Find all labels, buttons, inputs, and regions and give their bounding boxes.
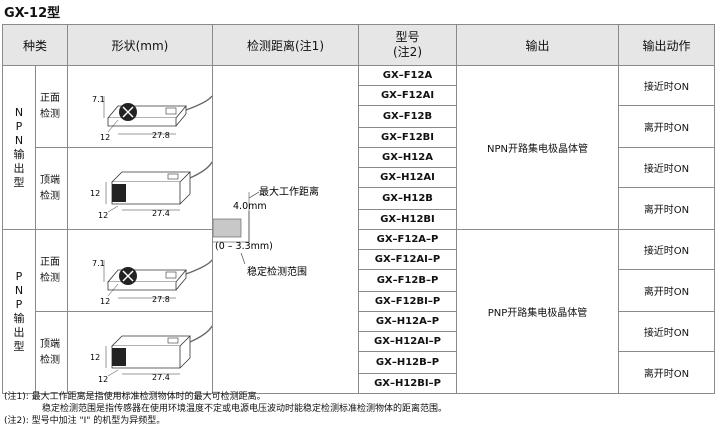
model-cell: GX–H12A — [358, 147, 457, 168]
model-cell: GX–H12BI–P — [358, 373, 457, 394]
model-cell: GX–H12AI–P — [358, 331, 457, 352]
distance-cell: 最大工作距离 4.0mm (0 – 3.3mm) 稳定检测范围 — [212, 65, 359, 394]
model-cell: GX–H12AI — [358, 167, 457, 188]
target-bar — [212, 218, 242, 238]
model-cell: GX–H12B — [358, 187, 457, 210]
model-cell: GX–H12A–P — [358, 311, 457, 332]
svg-text:12: 12 — [100, 133, 110, 142]
sub-front-pnp: 正面检测 — [35, 229, 68, 312]
model-cell: GX–F12A — [358, 65, 457, 86]
svg-text:12: 12 — [90, 189, 100, 198]
svg-text:12: 12 — [100, 297, 110, 306]
action-cell: 离开时ON — [618, 351, 715, 394]
sensor-top-diagram: 12 12 27.4 — [90, 325, 213, 384]
model-cell: GX–F12AI–P — [358, 249, 457, 270]
header-type: 种类 — [2, 24, 68, 66]
model-cell: GX–F12B — [358, 105, 457, 128]
sensor-front-diagram: 7.1 12 27.8 — [92, 95, 213, 142]
sub-top-pnp: 顶端检测 — [35, 311, 68, 394]
distance-diagram: 最大工作距离 4.0mm (0 – 3.3mm) 稳定检测范围 — [212, 185, 319, 278]
model-cell: GX–H12BI — [358, 209, 457, 230]
svg-text:27.8: 27.8 — [152, 131, 170, 140]
note-2: (注2): 型号中加注 "I" 的机型为异频型。 — [4, 416, 166, 426]
shape-front-pnp: 7.1 12 27.8 — [67, 229, 213, 312]
action-cell: 接近时ON — [618, 229, 715, 270]
max-distance-label: 最大工作距离 — [259, 185, 319, 198]
svg-text:27.4: 27.4 — [152, 373, 170, 382]
header-output: 输出 — [456, 24, 619, 66]
model-cell: GX–F12BI — [358, 127, 457, 148]
model-cell: GX–F12B–P — [358, 269, 457, 292]
shape-front-npn: 7.1 12 27.8 — [67, 65, 213, 148]
output-npn: NPN开路集电极晶体管 — [456, 65, 619, 230]
model-cell: GX–F12BI–P — [358, 291, 457, 312]
header-model: 型号 (注2) — [358, 24, 457, 66]
header-row: 种类 形状(mm) 检测距离(注1) 型号 (注2) 输出 输出动作 — [2, 24, 715, 66]
svg-text:7.1: 7.1 — [92, 95, 105, 104]
svg-text:12: 12 — [98, 375, 108, 384]
sub-top-npn: 顶端检测 — [35, 147, 68, 230]
action-cell: 离开时ON — [618, 187, 715, 230]
shape-top-pnp: 12 12 27.4 — [67, 311, 213, 394]
action-cell: 离开时ON — [618, 269, 715, 312]
svg-text:12: 12 — [98, 211, 108, 220]
action-cell: 接近时ON — [618, 311, 715, 352]
stable-range: (0 – 3.3mm) — [215, 241, 273, 252]
action-cell: 离开时ON — [618, 105, 715, 148]
header-shape: 形状(mm) — [67, 24, 213, 66]
page-title: GX-12型 — [4, 6, 61, 21]
shape-top-npn: 12 12 27.4 — [67, 147, 213, 230]
model-cell: GX–H12B–P — [358, 351, 457, 374]
header-action: 输出动作 — [618, 24, 715, 66]
note-1-detail: 稳定检测范围是指传感器在使用环境温度不定或电源电压波动时能稳定检测标准检测物体的… — [42, 404, 448, 414]
svg-text:27.4: 27.4 — [152, 209, 170, 218]
sensor-top-diagram: 12 12 27.4 — [90, 161, 213, 220]
model-cell: GX–F12A–P — [358, 229, 457, 250]
notes: (注1): 最大工作距离是指使用标准检测物体时的最大可检测距离。 稳定检测范围是… — [4, 391, 447, 427]
note-1: (注1): 最大工作距离是指使用标准检测物体时的最大可检测距离。 — [4, 392, 266, 402]
output-pnp: PNP开路集电极晶体管 — [456, 229, 619, 394]
model-cell: GX–F12AI — [358, 85, 457, 106]
sensor-front-diagram: 7.1 12 27.8 — [92, 259, 213, 306]
action-cell: 接近时ON — [618, 65, 715, 106]
header-distance: 检测距离(注1) — [212, 24, 359, 66]
stable-label: 稳定检测范围 — [247, 265, 307, 278]
action-cell: 接近时ON — [618, 147, 715, 188]
svg-text:27.8: 27.8 — [152, 295, 170, 304]
sub-front-npn: 正面检测 — [35, 65, 68, 148]
max-distance-value: 4.0mm — [233, 201, 267, 212]
svg-text:12: 12 — [90, 353, 100, 362]
svg-text:7.1: 7.1 — [92, 259, 105, 268]
